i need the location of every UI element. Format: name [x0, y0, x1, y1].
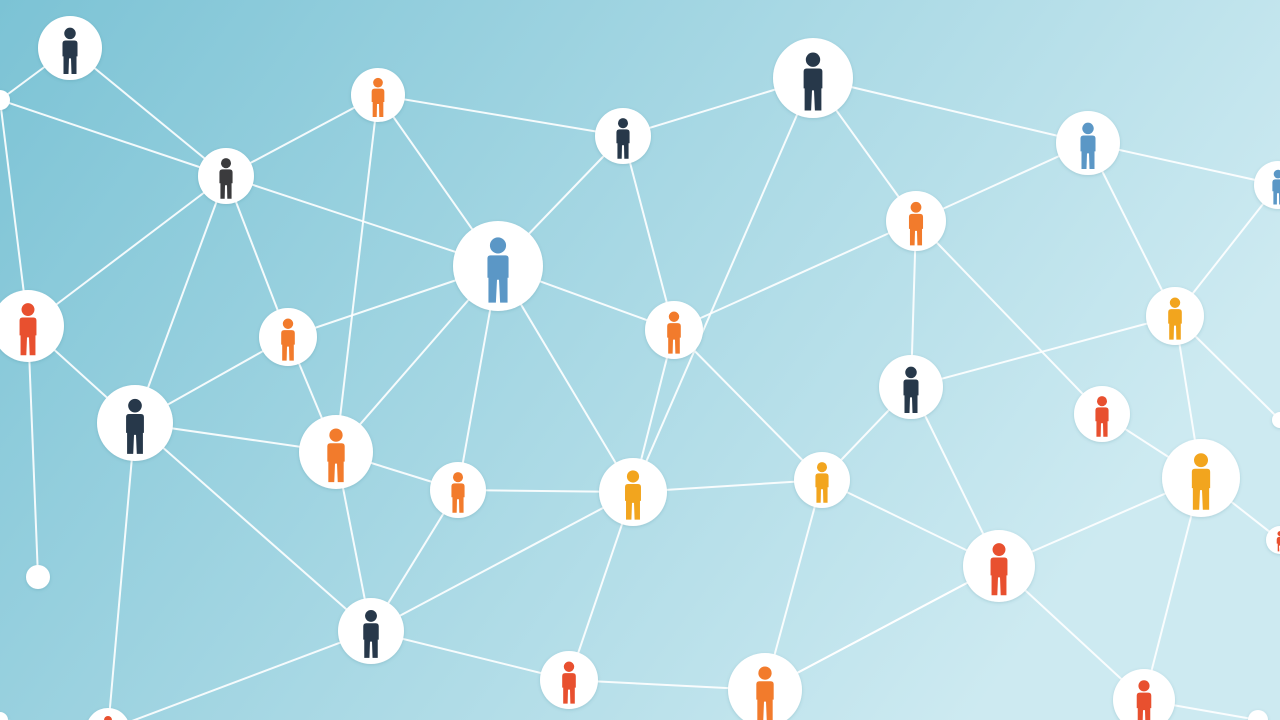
- person-node: [1254, 161, 1280, 209]
- person-icon: [667, 311, 681, 354]
- person-icon: [19, 303, 37, 356]
- person-icon: [451, 472, 465, 513]
- person-node: [1146, 287, 1204, 345]
- node-circle: [1266, 526, 1280, 554]
- person-icon: [1095, 396, 1109, 437]
- person-node: [728, 653, 802, 720]
- connection-line: [673, 329, 823, 481]
- person-node: [886, 191, 946, 251]
- person-node: [338, 598, 404, 664]
- person-icon: [62, 27, 78, 75]
- connection-line: [134, 175, 227, 424]
- person-node: [794, 452, 850, 508]
- connection-line: [377, 94, 624, 137]
- node-circle: [1272, 412, 1280, 428]
- connection-line: [632, 77, 814, 493]
- connection-line: [225, 94, 379, 177]
- connection-line: [673, 220, 917, 331]
- person-node: [879, 355, 943, 419]
- node-circle: [0, 712, 8, 720]
- person-icon: [756, 666, 774, 720]
- person-node: [1248, 710, 1268, 720]
- person-icon: [1136, 680, 1152, 720]
- connection-line: [915, 220, 1103, 415]
- person-node: [1074, 386, 1130, 442]
- person-icon: [371, 77, 385, 117]
- person-node: [1272, 412, 1280, 428]
- person-node: [1266, 526, 1280, 554]
- person-icon: [363, 610, 379, 658]
- person-node: [599, 458, 667, 526]
- person-node: [430, 462, 486, 518]
- connection-line: [622, 135, 675, 331]
- person-icon: [104, 716, 112, 720]
- person-node: [1162, 439, 1240, 517]
- person-icon: [1080, 122, 1096, 170]
- person-icon: [903, 366, 919, 414]
- person-icon: [1272, 169, 1280, 205]
- person-icon: [281, 318, 295, 361]
- connection-line: [225, 175, 499, 267]
- person-nodes: [0, 16, 1280, 720]
- connection-line: [131, 630, 372, 720]
- connection-line: [27, 325, 39, 578]
- connection-line: [370, 491, 634, 632]
- person-node: [351, 68, 405, 122]
- person-node: [97, 385, 173, 461]
- connection-line: [134, 422, 372, 632]
- connection-line: [1087, 142, 1176, 317]
- node-circle: [0, 90, 10, 110]
- node-circle: [88, 708, 128, 720]
- person-node: [38, 16, 102, 80]
- person-icon: [1168, 297, 1182, 340]
- person-node: [88, 708, 128, 720]
- person-icon: [990, 543, 1008, 596]
- person-node: [0, 90, 10, 110]
- connection-line: [764, 565, 1000, 691]
- person-icon: [327, 428, 345, 483]
- person-node: [540, 651, 598, 709]
- person-node: [26, 565, 50, 589]
- person-icon: [815, 462, 829, 503]
- person-icon: [1191, 453, 1211, 510]
- connection-line: [27, 175, 227, 327]
- person-node: [0, 290, 64, 362]
- person-node: [645, 301, 703, 359]
- person-node: [299, 415, 373, 489]
- connection-line: [1087, 142, 1279, 186]
- person-node: [773, 38, 853, 118]
- person-node: [1056, 111, 1120, 175]
- person-node: [0, 712, 8, 720]
- person-icon: [126, 398, 144, 454]
- node-circle: [26, 565, 50, 589]
- connection-line: [69, 47, 227, 177]
- person-icon: [908, 201, 924, 246]
- person-icon: [487, 237, 509, 303]
- person-node: [453, 221, 543, 311]
- person-icon: [219, 158, 233, 199]
- connection-line: [0, 99, 227, 177]
- connection-line: [370, 630, 570, 681]
- person-node: [1113, 669, 1175, 720]
- person-icon: [616, 118, 630, 159]
- person-icon: [625, 470, 641, 520]
- connection-line: [910, 315, 1176, 388]
- person-icon: [1276, 531, 1280, 552]
- person-icon: [803, 52, 823, 111]
- connection-line: [107, 422, 136, 720]
- person-node: [963, 530, 1035, 602]
- person-node: [198, 148, 254, 204]
- connection-line: [812, 77, 1089, 144]
- connection-line: [335, 94, 379, 453]
- node-circle: [1248, 710, 1268, 720]
- person-node: [595, 108, 651, 164]
- person-icon: [562, 661, 576, 704]
- connection-line: [0, 99, 29, 327]
- person-node: [259, 308, 317, 366]
